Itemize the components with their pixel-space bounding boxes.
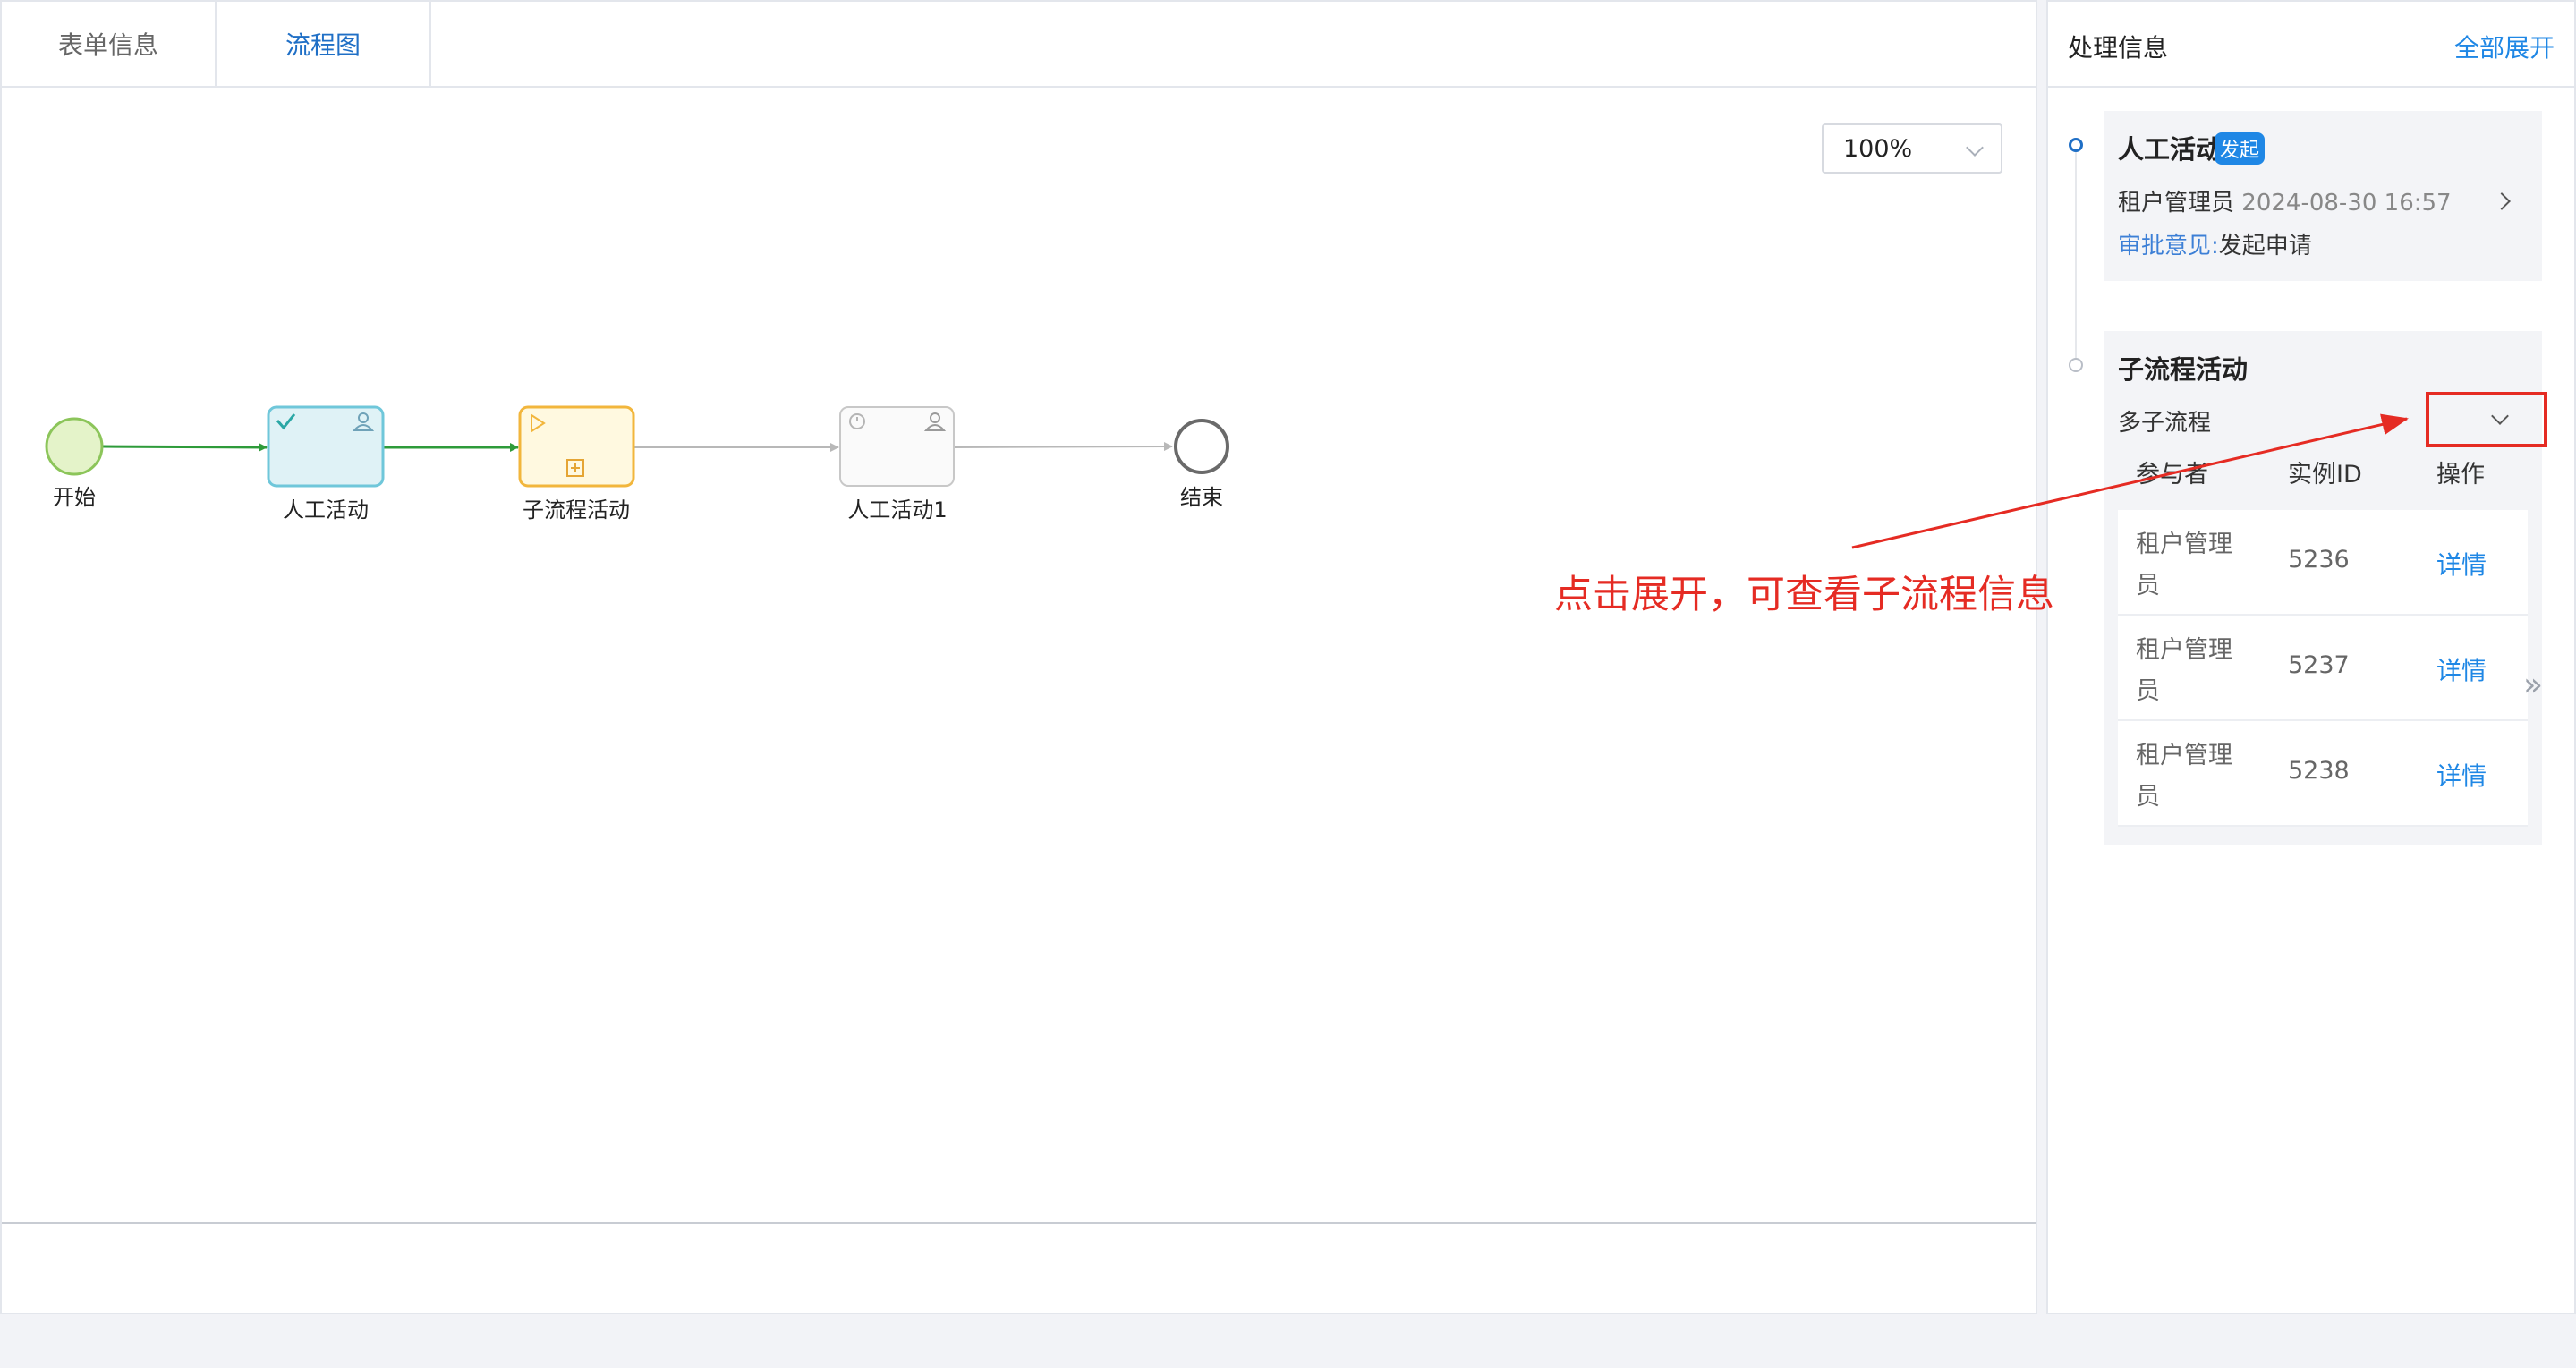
zoom-select[interactable]: 100% xyxy=(1822,123,2002,174)
play-icon xyxy=(531,413,546,433)
double-chevron-right-icon[interactable]: » xyxy=(2523,667,2544,703)
edge-task2-end xyxy=(953,442,1173,452)
status-badge: 发起 xyxy=(2215,132,2266,165)
tab-flow-chart[interactable]: 流程图 xyxy=(217,2,431,86)
edge-start-task1 xyxy=(102,442,268,452)
annotation-highlight-box xyxy=(2426,392,2547,447)
tab-bar: 表单信息 流程图 xyxy=(2,2,2036,88)
chevron-right-icon[interactable] xyxy=(2493,192,2511,210)
user-icon xyxy=(923,412,947,431)
end-event xyxy=(1174,419,1229,474)
zoom-value: 100% xyxy=(1843,134,1913,163)
flow-diagram: 开始 人工活动 子流程活动 xyxy=(45,405,1229,523)
task-node-1[interactable]: 人工活动 xyxy=(267,405,385,523)
tab-form-info[interactable]: 表单信息 xyxy=(2,2,217,86)
instance-id-cell: 5237 xyxy=(2288,651,2350,679)
check-icon xyxy=(276,413,296,430)
approval-time: 2024-08-30 16:57 xyxy=(2241,190,2452,217)
card-title: 子流程活动 xyxy=(2118,354,2249,385)
participant-cell: 租户管理员 xyxy=(2136,531,2232,599)
start-label: 开始 xyxy=(53,485,96,510)
approver-row: 租户管理员 2024-08-30 16:57 xyxy=(2118,184,2452,217)
process-info-panel: 处理信息 全部展开 人工活动 发起 租户管理员 2024-08-30 16:57… xyxy=(2046,0,2576,1314)
column-header: 操作 xyxy=(2436,461,2485,489)
instance-id-cell: 5236 xyxy=(2288,546,2350,574)
opinion-value: 发起申请 xyxy=(2218,233,2312,259)
card-title: 人工活动 xyxy=(2118,134,2223,165)
column-header: 参与者 xyxy=(2136,461,2208,489)
instance-id-cell: 5238 xyxy=(2288,757,2350,785)
panel-title: 处理信息 xyxy=(2068,33,2169,63)
sub-label: 子流程活动 xyxy=(523,497,630,523)
table-row: 租户管理员 5238 详情 xyxy=(2118,721,2528,827)
opinion-row: 审批意见:发起申请 xyxy=(2118,227,2312,260)
flow-panel: 表单信息 流程图 100% 开始 xyxy=(0,0,2037,1314)
detail-link[interactable]: 详情 xyxy=(2436,550,2487,580)
clock-icon xyxy=(849,413,865,429)
activity-card-1: 人工活动 发起 租户管理员 2024-08-30 16:57 审批意见:发起申请 xyxy=(2104,111,2542,281)
column-header: 实例ID xyxy=(2288,461,2362,489)
detail-link[interactable]: 详情 xyxy=(2436,656,2487,685)
end-label: 结束 xyxy=(1180,485,1223,510)
table-row: 租户管理员 5237 详情 xyxy=(2118,616,2528,721)
subprocess-marker-icon xyxy=(566,459,584,477)
opinion-label: 审批意见: xyxy=(2118,233,2219,259)
task2-label: 人工活动1 xyxy=(847,497,947,523)
timeline-dot-active xyxy=(2069,138,2083,152)
detail-link[interactable]: 详情 xyxy=(2436,761,2487,791)
participant-cell: 租户管理员 xyxy=(2136,636,2232,705)
panel-header: 处理信息 全部展开 xyxy=(2048,2,2574,88)
table-row: 租户管理员 5236 详情 xyxy=(2118,510,2528,616)
approver-name: 租户管理员 xyxy=(2118,190,2235,217)
timeline-line xyxy=(2075,152,2077,367)
annotation-text: 点击展开，可查看子流程信息 xyxy=(1554,573,2054,617)
multi-subprocess-label: 多子流程 xyxy=(2118,410,2212,437)
expand-all-link[interactable]: 全部展开 xyxy=(2453,33,2555,63)
participant-cell: 租户管理员 xyxy=(2136,742,2232,811)
flow-canvas[interactable]: 100% 开始 xyxy=(2,88,2036,1224)
task-node-2[interactable]: 人工活动1 xyxy=(839,406,955,523)
task1-label: 人工活动 xyxy=(283,497,369,523)
timeline-dot xyxy=(2069,358,2083,372)
user-icon xyxy=(352,412,375,431)
start-event xyxy=(45,417,104,476)
subprocess-node[interactable]: 子流程活动 xyxy=(518,405,635,523)
